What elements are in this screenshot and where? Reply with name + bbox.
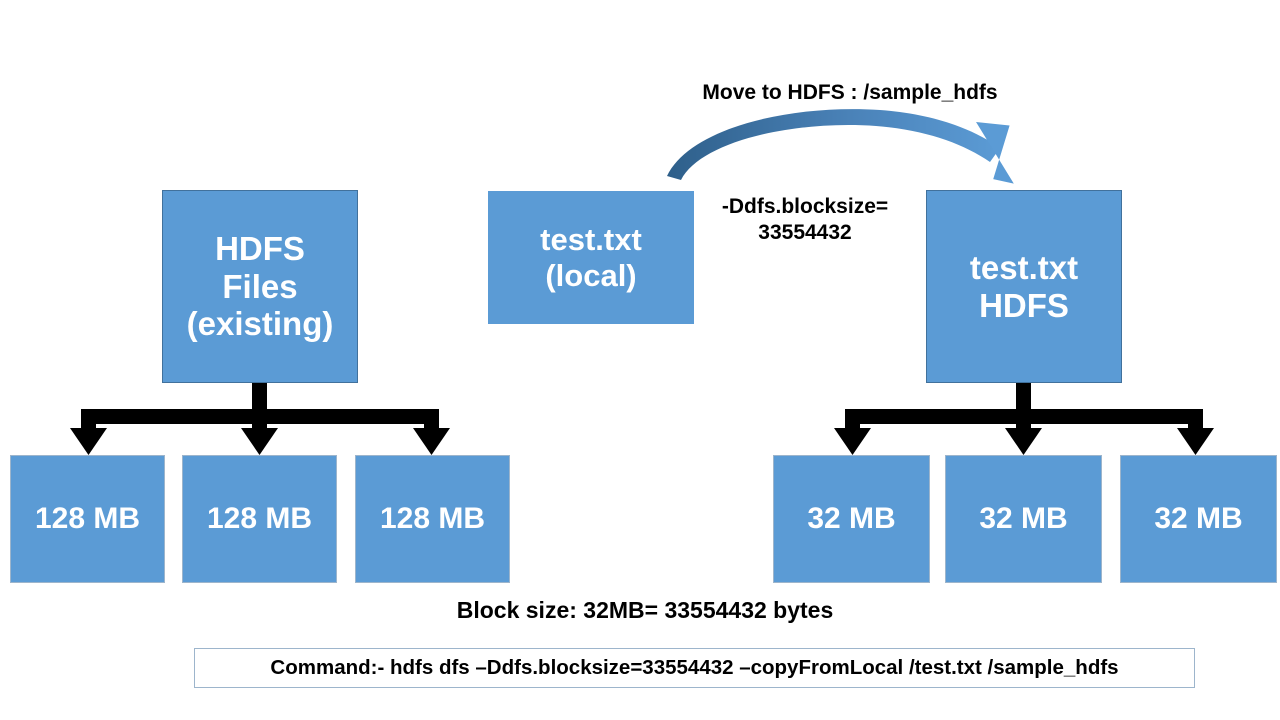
block-right-1[interactable]: 32 MB	[773, 455, 930, 583]
command-box[interactable]: Command:- hdfs dfs –Ddfs.blocksize=33554…	[194, 648, 1195, 688]
block-right-3[interactable]: 32 MB	[1120, 455, 1277, 583]
right-branch-connector	[834, 383, 1214, 455]
move-arrow-icon	[667, 109, 1014, 184]
block-size-note: Block size: 32MB= 33554432 bytes	[456, 597, 834, 623]
box-test-txt-hdfs[interactable]: test.txt HDFS	[926, 190, 1122, 383]
box-hdfs-files[interactable]: HDFS Files (existing)	[162, 190, 358, 383]
left-branch-connector	[70, 383, 450, 455]
move-to-hdfs-label: Move to HDFS : /sample_hdfs	[702, 81, 998, 104]
box-test-txt-local[interactable]: test.txt (local)	[488, 191, 694, 324]
block-left-1[interactable]: 128 MB	[10, 455, 165, 583]
blocksize-option-label: -Ddfs.blocksize= 33554432	[721, 195, 889, 244]
block-left-2[interactable]: 128 MB	[182, 455, 337, 583]
block-right-2[interactable]: 32 MB	[945, 455, 1102, 583]
block-left-3[interactable]: 128 MB	[355, 455, 510, 583]
